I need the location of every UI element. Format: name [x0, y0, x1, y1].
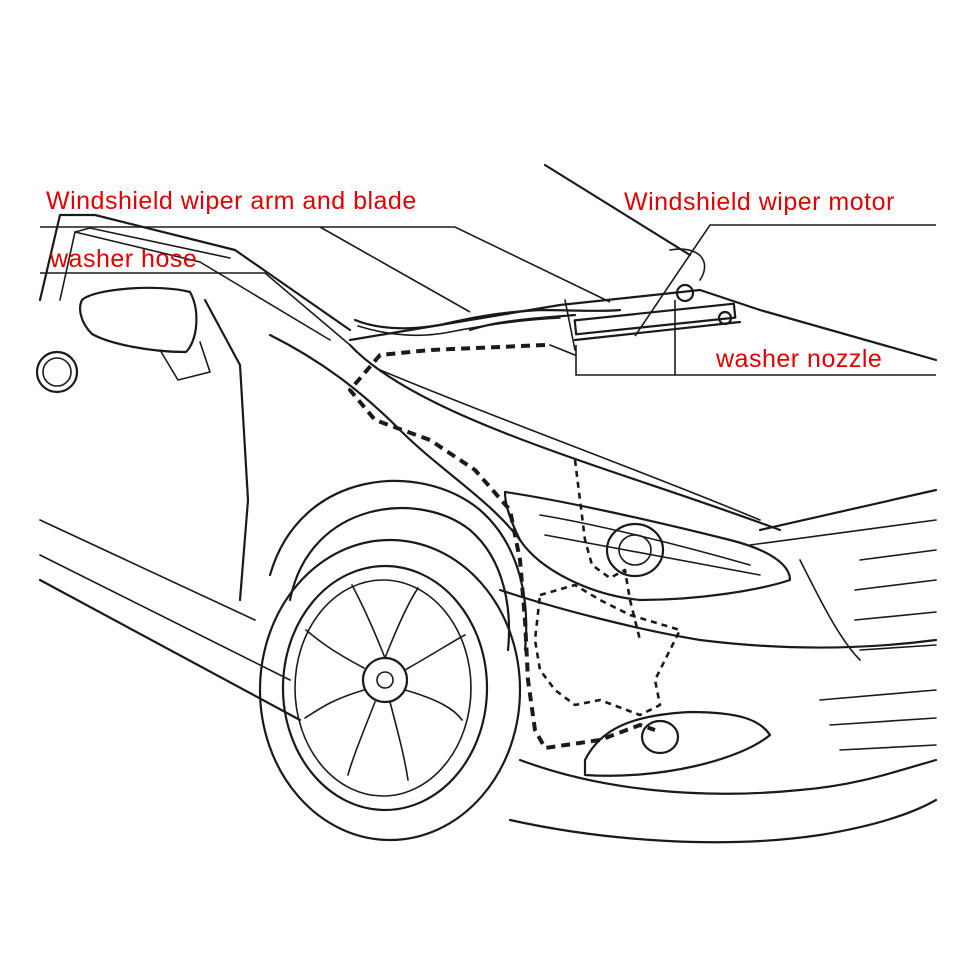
- washer-hose-route: [348, 343, 656, 750]
- window-frame: [59, 231, 331, 341]
- washer-tank-neck: [573, 459, 642, 641]
- leader-nozzle: [575, 300, 936, 376]
- label-wiper-motor: Windshield wiper motor: [624, 188, 895, 216]
- headlight-projector-lens: [618, 534, 652, 566]
- grille-top: [859, 549, 937, 561]
- lower-intake-2: [829, 717, 937, 726]
- headlight-projector: [605, 522, 665, 578]
- label-washer-hose: washer hose: [50, 245, 198, 273]
- grille-line-2: [854, 611, 937, 621]
- bumper-top: [498, 588, 938, 649]
- windshield-edge: [543, 163, 692, 257]
- sill-lower: [38, 578, 302, 722]
- wiper-linkage-bar: [573, 320, 742, 342]
- bumper-bottom: [508, 798, 938, 844]
- leader-washer-hose: [40, 272, 351, 346]
- hood-front-curve: [348, 343, 782, 532]
- label-wiper-arm-and-blade: Windshield wiper arm and blade: [46, 187, 417, 215]
- side-mirror-mount: [159, 341, 211, 381]
- fuel-cap-inner: [42, 357, 72, 387]
- hood-rear-edge: [348, 288, 762, 342]
- hood-crease: [379, 369, 761, 521]
- door-edge: [203, 298, 250, 602]
- wheel-hub: [361, 656, 409, 704]
- wiper-blade-2: [357, 317, 561, 337]
- grille-line-3: [859, 644, 937, 651]
- grille-edge: [799, 559, 861, 661]
- tire-outer: [258, 538, 522, 842]
- rim-edge: [294, 579, 472, 797]
- hood-front-edge: [758, 488, 938, 532]
- wiper-pivot-2: [717, 310, 733, 326]
- fuel-cap: [35, 350, 79, 394]
- hood-front-edge-2: [749, 519, 937, 546]
- wheel-spokes: [304, 584, 466, 781]
- wiper-motor-body: [675, 283, 695, 303]
- wiper-blade: [353, 308, 622, 330]
- leader-motor: [634, 224, 936, 337]
- lower-intake-1: [819, 689, 937, 701]
- wiper-linkage: [573, 302, 737, 336]
- bumper-lower: [518, 758, 938, 795]
- fender-arch-inner: [288, 506, 511, 652]
- hood-right-edge: [758, 308, 938, 362]
- fog-light: [640, 719, 680, 755]
- side-mirror: [79, 286, 198, 354]
- leader-arm-blade: [40, 226, 611, 303]
- headlight-housing: [503, 490, 792, 602]
- a-pillar: [38, 213, 352, 332]
- door-line: [39, 519, 256, 621]
- wiper-pivot: [549, 299, 576, 356]
- tire-inner: [281, 564, 489, 812]
- grille-line-1: [854, 579, 937, 591]
- fog-light-bezel: [583, 710, 772, 777]
- lower-intake-3: [839, 744, 937, 751]
- label-washer-nozzle: washer nozzle: [716, 345, 883, 373]
- wheel-center-cap: [376, 671, 394, 689]
- wiper-arm: [468, 313, 577, 332]
- washer-tank-outline: [533, 583, 682, 717]
- leader-arm-blade-2: [319, 226, 471, 313]
- window-frame-inner: [74, 227, 231, 259]
- cowl-bump: [669, 248, 706, 281]
- sill-line: [39, 554, 291, 681]
